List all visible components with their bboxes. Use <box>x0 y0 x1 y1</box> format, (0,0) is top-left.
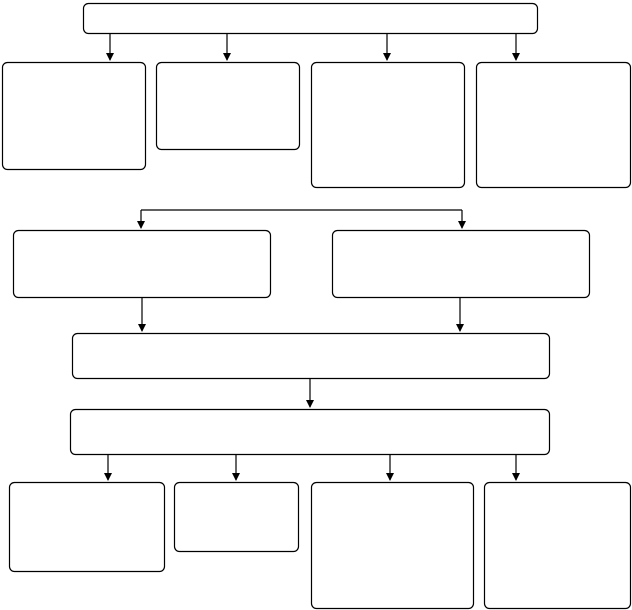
box-mid-right <box>331 229 591 299</box>
box-row1-box2-shape <box>155 61 301 151</box>
box-row1-box4-shape <box>475 61 632 189</box>
box-merge-bar <box>71 332 551 380</box>
box-top-header <box>82 2 539 35</box>
box-row1-box1-shape <box>1 61 147 171</box>
box-row4-box1 <box>8 481 166 573</box>
box-row4-box4 <box>483 481 632 610</box>
box-row1-box1 <box>1 61 147 171</box>
box-lower-header <box>69 408 551 456</box>
box-merge-bar-shape <box>71 332 551 380</box>
box-row4-box1-shape <box>8 481 166 573</box>
box-row4-box3 <box>310 481 475 610</box>
box-row4-box4-shape <box>483 481 632 610</box>
box-row1-box3 <box>310 61 466 189</box>
box-row4-box3-shape <box>310 481 475 610</box>
box-mid-left <box>12 229 272 299</box>
box-mid-left-shape <box>12 229 272 299</box>
box-row1-box4 <box>475 61 632 189</box>
box-top-header-shape <box>82 2 539 35</box>
box-lower-header-shape <box>69 408 551 456</box>
box-row4-box2 <box>173 481 300 553</box>
box-row1-box3-shape <box>310 61 466 189</box>
connectors <box>104 33 520 481</box>
box-mid-right-shape <box>331 229 591 299</box>
box-row4-box2-shape <box>173 481 300 553</box>
box-row1-box2 <box>155 61 301 151</box>
